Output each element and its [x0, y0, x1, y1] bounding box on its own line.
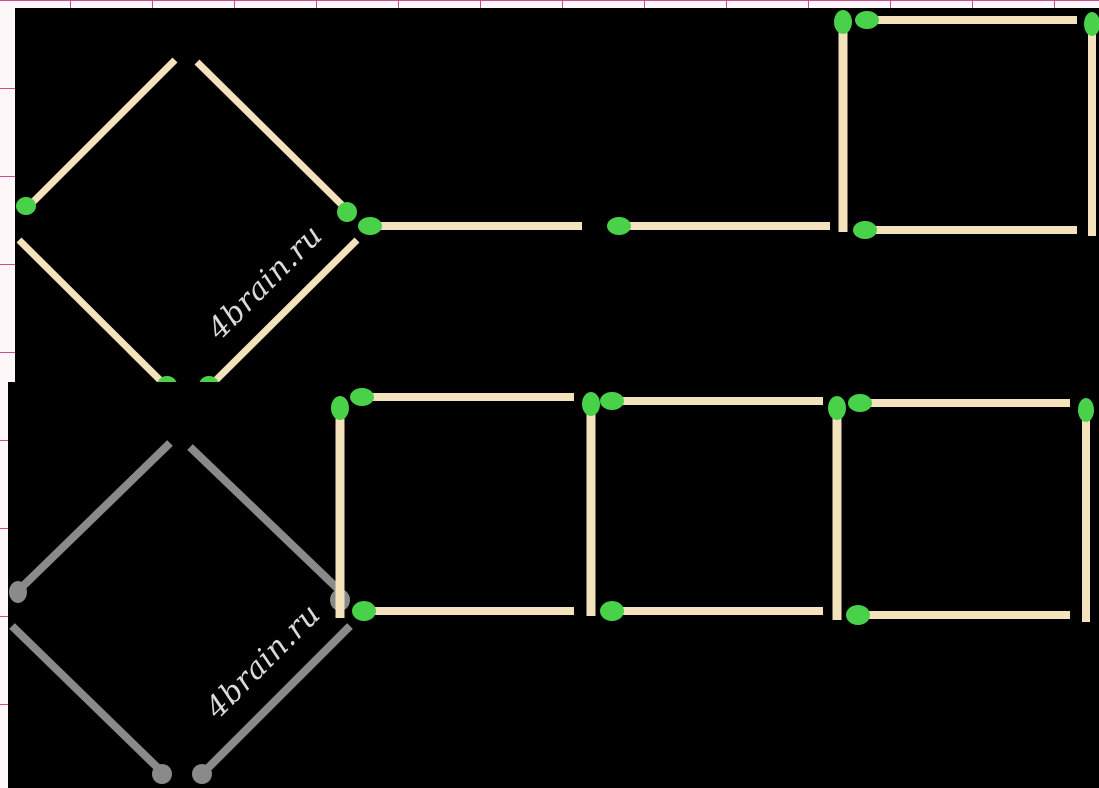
- square-figure: [834, 10, 1099, 239]
- match-head: [853, 221, 877, 239]
- removed-match-head: [9, 581, 27, 603]
- match-head: [350, 388, 374, 406]
- square-1-figure: [331, 388, 574, 621]
- match-head: [331, 396, 349, 420]
- removed-match-stick: [12, 626, 162, 772]
- match-head: [846, 605, 870, 625]
- match-head: [337, 202, 357, 222]
- match-head: [600, 601, 624, 621]
- match-head: [600, 392, 624, 410]
- square-3-figure: [828, 394, 1094, 625]
- match-stick: [29, 60, 175, 206]
- horizontal-matches: [358, 217, 830, 235]
- match-head: [855, 11, 879, 29]
- square-2-figure: [582, 392, 823, 621]
- puzzle-before-panel: 4brain.ru: [15, 8, 1099, 385]
- match-head: [607, 217, 631, 235]
- match-stick: [19, 240, 165, 385]
- match-stick: [197, 62, 345, 208]
- puzzle-after-figure: 4brain.ru: [8, 382, 1099, 788]
- removed-match-head: [152, 764, 172, 784]
- match-head: [352, 601, 376, 621]
- match-head: [848, 394, 872, 412]
- watermark-text: 4brain.ru: [198, 597, 327, 726]
- removed-match-stick: [20, 443, 170, 589]
- removed-match-head: [192, 764, 212, 784]
- match-head: [1078, 398, 1094, 422]
- puzzle-before-figure: 4brain.ru: [15, 8, 1099, 385]
- match-head: [16, 197, 36, 215]
- match-head: [582, 392, 600, 416]
- match-head: [358, 217, 382, 235]
- match-head: [828, 396, 846, 420]
- match-head: [1084, 12, 1099, 36]
- removed-match-stick: [190, 447, 338, 589]
- puzzle-after-panel: 4brain.ru: [8, 382, 1099, 788]
- match-head: [834, 10, 852, 34]
